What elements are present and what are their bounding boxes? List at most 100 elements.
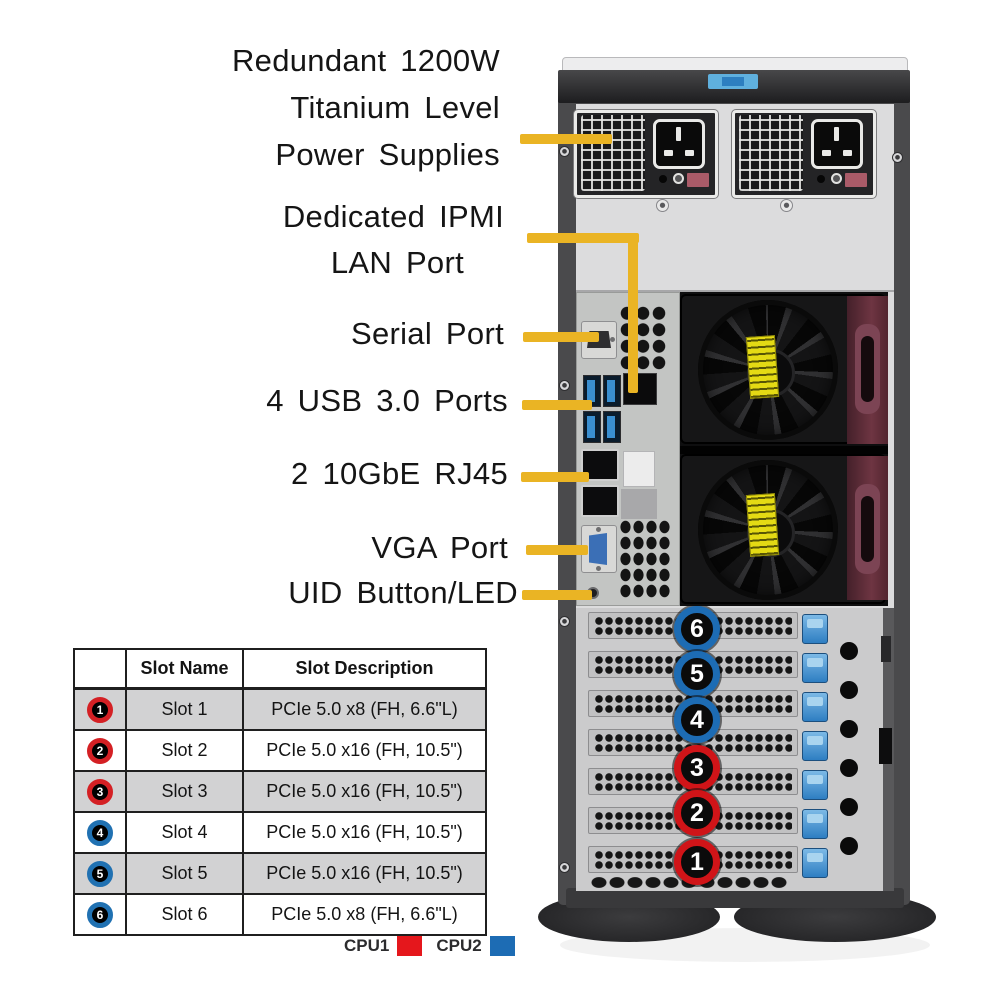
- thumbscrew-icon: [840, 837, 858, 855]
- slot-name-cell: Slot 6: [125, 893, 244, 936]
- label-rj45: 2 10GbE RJ45: [291, 456, 508, 491]
- label-ipmi-line1: Dedicated IPMI: [282, 199, 504, 234]
- slot-desc-cell: PCIe 5.0 x8 (FH, 6.6"L): [242, 687, 487, 731]
- slot-badge-6: 6: [674, 606, 720, 652]
- table-row: 3 Slot 3 PCIe 5.0 x16 (FH, 10.5"): [73, 770, 487, 813]
- slot-badge-1: 1: [674, 839, 720, 885]
- slot-desc-cell: PCIe 5.0 x16 (FH, 10.5"): [242, 770, 487, 813]
- header-slot-description: Slot Description: [242, 648, 487, 690]
- chassis-latch-slot: [881, 636, 891, 662]
- callout-line-serial: [523, 332, 599, 342]
- usb-port: [603, 411, 621, 443]
- psu-label: [845, 173, 867, 187]
- pcie-latch: [802, 770, 828, 800]
- screw-icon: [559, 862, 570, 873]
- callout-line-ipmi-v: [628, 233, 638, 393]
- label-vga: VGA Port: [371, 530, 508, 565]
- slot6-badge: 6: [87, 901, 113, 928]
- screw-icon: [892, 152, 903, 163]
- psu-led: [817, 175, 825, 183]
- slot-name-cell: Slot 4: [125, 811, 244, 854]
- slot1-badge: 1: [87, 696, 113, 723]
- fan-warning-label: [745, 335, 780, 399]
- legend-cpu1-label: CPU1: [344, 936, 390, 955]
- usb-port: [583, 411, 601, 443]
- slot-badge-3: 3: [674, 745, 720, 791]
- screw-icon: [559, 146, 570, 157]
- callout-line-vga: [526, 545, 588, 555]
- fan-divider: [680, 446, 888, 454]
- slot-badge-5: 5: [674, 651, 720, 697]
- thumbscrew-icon: [840, 642, 858, 660]
- tower-handle: [708, 74, 758, 89]
- slot-desc-cell: PCIe 5.0 x8 (FH, 6.6"L): [242, 893, 487, 936]
- label-usb: 4 USB 3.0 Ports: [266, 383, 508, 418]
- label-ipmi-line2: LAN Port: [330, 245, 464, 280]
- psu-power-inlet: [811, 119, 863, 169]
- slot-desc-cell: PCIe 5.0 x16 (FH, 10.5"): [242, 811, 487, 854]
- power-supply-right: [732, 110, 876, 198]
- slot-name-cell: Slot 2: [125, 729, 244, 772]
- fan-warning-label: [745, 493, 780, 557]
- label-serial: Serial Port: [350, 316, 504, 351]
- label-psu-line3: Power Supplies: [275, 137, 500, 172]
- table-header-row: Slot Name Slot Description: [73, 648, 487, 690]
- chassis-latch-slot: [879, 728, 892, 764]
- thumbscrew-icon: [840, 798, 858, 816]
- callout-line-rj45: [521, 472, 589, 482]
- table-row: 6 Slot 6 PCIe 5.0 x8 (FH, 6.6"L): [73, 893, 487, 936]
- tower-base: [566, 888, 904, 908]
- vga-port: [581, 525, 617, 573]
- callout-line-ipmi-h: [527, 233, 639, 243]
- slot-table: Slot Name Slot Description 1 Slot 1 PCIe…: [73, 648, 487, 936]
- pcie-latch: [802, 614, 828, 644]
- cpu1-color-swatch: [397, 936, 423, 956]
- slot-name-cell: Slot 3: [125, 770, 244, 813]
- legend-cpu2-label: CPU2: [436, 936, 482, 955]
- slot-name-cell: Slot 5: [125, 852, 244, 895]
- psu-button: [831, 173, 842, 184]
- callout-line-psu: [520, 134, 612, 144]
- pcie-latch: [802, 731, 828, 761]
- usb-port: [603, 375, 621, 407]
- slot3-badge: 3: [87, 778, 113, 805]
- usb-port: [583, 375, 601, 407]
- thumbscrew-icon: [840, 720, 858, 738]
- thumbscrew-icon: [840, 681, 858, 699]
- label-psu-line2: Titanium Level: [290, 90, 500, 125]
- vent-grid: [619, 305, 667, 371]
- screw-icon: [656, 199, 669, 212]
- psu-label: [687, 173, 709, 187]
- psu-led: [659, 175, 667, 183]
- fan-release-handle-upper: [847, 296, 888, 444]
- fan-release-handle-lower: [847, 456, 888, 600]
- pcie-latch: [802, 848, 828, 878]
- table-row: 5 Slot 5 PCIe 5.0 x16 (FH, 10.5"): [73, 852, 487, 895]
- screw-icon: [559, 616, 570, 627]
- slot2-badge: 2: [87, 737, 113, 764]
- table-row: 2 Slot 2 PCIe 5.0 x16 (FH, 10.5"): [73, 729, 487, 772]
- callout-line-uid: [522, 590, 592, 600]
- cpu-legend: CPU1 CPU2: [344, 936, 515, 956]
- slot-name-cell: Slot 1: [125, 687, 244, 731]
- slot-desc-cell: PCIe 5.0 x16 (FH, 10.5"): [242, 729, 487, 772]
- vent-grid: [619, 519, 671, 599]
- slot-badge-2: 2: [674, 790, 720, 836]
- psu-button: [673, 173, 684, 184]
- cpu2-color-swatch: [489, 936, 515, 956]
- screw-icon: [559, 380, 570, 391]
- callout-line-usb: [522, 400, 592, 410]
- table-row: 4 Slot 4 PCIe 5.0 x16 (FH, 10.5"): [73, 811, 487, 854]
- io-gray-block: [621, 489, 657, 519]
- power-supply-left: [574, 110, 718, 198]
- table-row: 1 Slot 1 PCIe 5.0 x8 (FH, 6.6"L): [73, 687, 487, 731]
- pcie-slot-zone: [576, 608, 894, 891]
- slot4-badge: 4: [87, 819, 113, 846]
- header-icon-col: [73, 648, 127, 690]
- fan-zone: [680, 292, 888, 606]
- label-uid: UID Button/LED: [288, 575, 518, 610]
- psu-fan-grille: [739, 115, 803, 191]
- psu-fan-grille: [581, 115, 645, 191]
- slot-badge-4: 4: [674, 697, 720, 743]
